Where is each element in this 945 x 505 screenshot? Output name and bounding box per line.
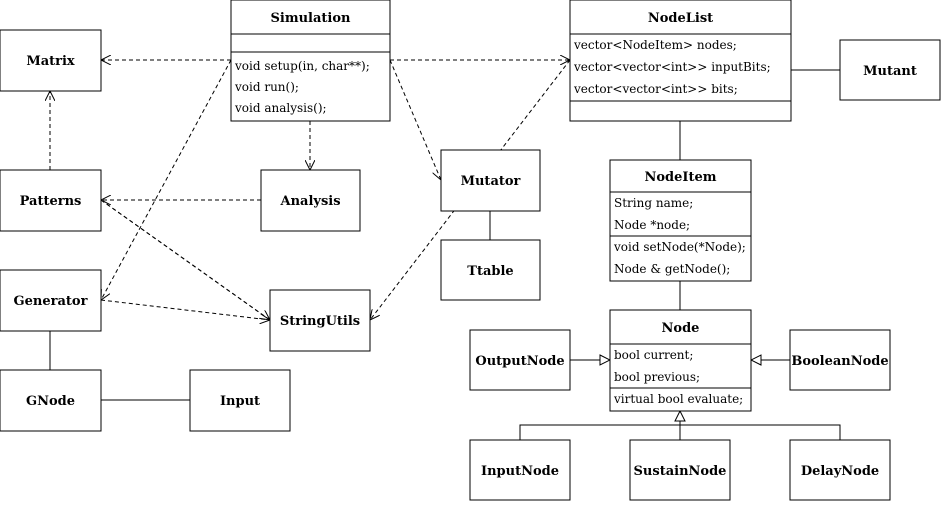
class-name: GNode (26, 394, 75, 409)
class-name: SustainNode (634, 464, 727, 479)
class-field: Node *node; (614, 218, 690, 232)
gen-delaynode-node (680, 424, 841, 440)
class-input[interactable]: Input (189, 369, 291, 432)
class-patterns[interactable]: Patterns (0, 169, 102, 232)
class-booleannode[interactable]: BooleanNode (789, 329, 891, 391)
class-generator[interactable]: Generator (0, 269, 102, 332)
class-name: Patterns (20, 194, 82, 209)
dep-generator-stringutils (100, 299, 270, 320)
class-name: StringUtils (280, 314, 360, 329)
class-name: DelayNode (801, 464, 879, 479)
class-mutant[interactable]: Mutant (839, 39, 941, 101)
class-method: void run(); (234, 80, 299, 94)
class-name: Mutator (461, 174, 521, 189)
class-sustainnode[interactable]: SustainNode (629, 439, 731, 501)
class-name: Input (220, 394, 260, 409)
class-simulation[interactable]: Simulation void setup(in, char**); void … (230, 0, 391, 122)
class-method: void setup(in, char**); (234, 59, 370, 73)
class-inputnode[interactable]: InputNode (469, 439, 571, 501)
class-field: bool current; (614, 348, 693, 362)
class-name: Ttable (467, 264, 513, 279)
class-name: BooleanNode (791, 354, 888, 369)
class-field: bool previous; (614, 370, 700, 384)
class-outputnode[interactable]: OutputNode (469, 329, 571, 391)
class-ttable[interactable]: Ttable (440, 239, 541, 301)
class-nodelist[interactable]: NodeList vector<NodeItem> nodes; vector<… (569, 0, 792, 122)
class-name: InputNode (481, 464, 559, 479)
class-name: NodeList (648, 11, 713, 26)
class-stringutils[interactable]: StringUtils (269, 289, 371, 352)
dep-analysis-stringutils (100, 199, 271, 321)
class-analysis[interactable]: Analysis (260, 169, 361, 232)
class-matrix[interactable]: Matrix (0, 29, 102, 92)
class-nodeitem[interactable]: NodeItem String name; Node *node; void s… (609, 159, 752, 282)
class-name: Simulation (271, 11, 352, 26)
class-name: Matrix (26, 54, 75, 69)
dep-simulation-mutator (389, 59, 441, 180)
class-name: OutputNode (475, 354, 564, 369)
class-name: Generator (14, 294, 88, 309)
class-node[interactable]: Node bool current; bool previous; virtua… (609, 309, 752, 412)
class-name: NodeItem (644, 170, 716, 185)
class-field: String name; (614, 196, 693, 210)
class-name: Mutant (863, 64, 917, 79)
class-method: void analysis(); (234, 101, 327, 115)
class-field: vector<NodeItem> nodes; (573, 38, 737, 52)
class-method: virtual bool evaluate; (613, 392, 743, 406)
class-method: void setNode(*Node); (613, 240, 746, 254)
class-name: Analysis (279, 194, 340, 209)
class-delaynode[interactable]: DelayNode (789, 439, 891, 501)
class-mutator[interactable]: Mutator (440, 149, 541, 212)
class-method: Node & getNode(); (614, 262, 730, 276)
dep-simulation-generator (101, 59, 232, 300)
gen-inputnode-node (519, 424, 680, 440)
class-name: Node (662, 321, 700, 336)
class-gnode[interactable]: GNode (0, 369, 102, 432)
class-field: vector<vector<int>> inputBits; (573, 60, 771, 74)
class-field: vector<vector<int>> bits; (573, 82, 738, 96)
